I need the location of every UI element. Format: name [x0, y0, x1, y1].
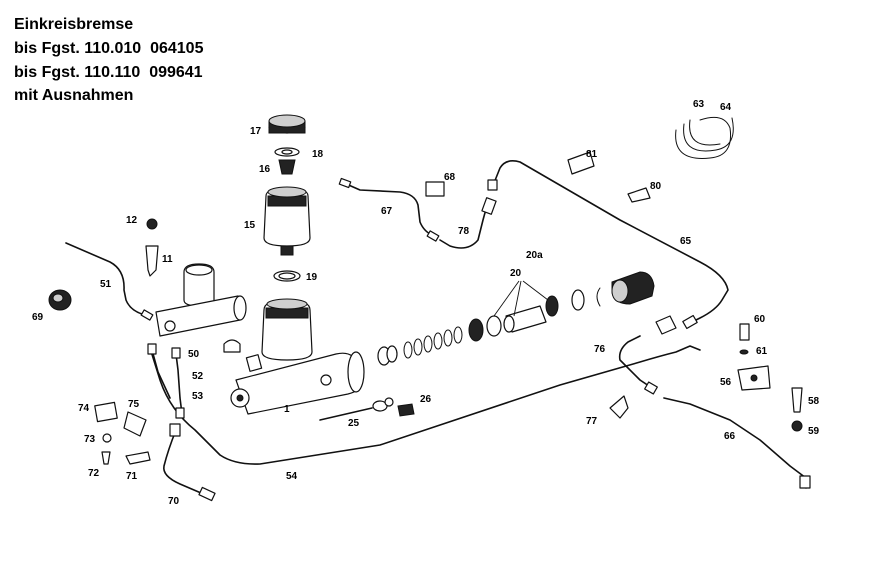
part-label-78: 78 — [458, 226, 470, 237]
clip-line — [655, 315, 677, 335]
part-label-17: 17 — [250, 126, 262, 137]
bracket-74 — [94, 401, 118, 423]
fitting-78 — [481, 197, 497, 215]
brake-line-54 — [149, 345, 701, 465]
brake-line-53 — [151, 349, 171, 399]
brake-hose-78 — [439, 199, 491, 249]
cap-59 — [791, 420, 803, 432]
part-label-69: 69 — [32, 312, 44, 323]
part-label-50: 50 — [188, 349, 200, 360]
fitting-51 — [140, 309, 154, 321]
circlip — [596, 287, 601, 307]
part-label-61: 61 — [756, 346, 768, 357]
part-label-16: 16 — [259, 164, 271, 175]
hose-clamp-63 — [675, 116, 732, 159]
brake-line-52 — [175, 353, 183, 415]
part-label-68: 68 — [444, 172, 456, 183]
part-label-73: 73 — [84, 434, 96, 445]
brake-line-76 — [618, 335, 653, 389]
fitting-65 — [487, 179, 498, 191]
fitting-67-a — [338, 177, 352, 189]
part-label-74: 74 — [78, 403, 90, 414]
part-label-56: 56 — [720, 377, 732, 388]
fitting-52-b — [175, 407, 185, 419]
part-label-65: 65 — [680, 236, 692, 247]
part-label-51: 51 — [100, 279, 112, 290]
fitting-52 — [171, 347, 181, 359]
part-label-18: 18 — [312, 149, 324, 160]
diagram-title-line-1: Einkreisbremse — [14, 16, 134, 33]
brake-line-65 — [491, 160, 729, 323]
part-label-20a: 20a — [526, 250, 543, 261]
bleed-valve-11 — [145, 245, 159, 277]
part-label-26: 26 — [420, 394, 432, 405]
part-label-1: 1 — [284, 404, 290, 415]
bolt-60 — [739, 323, 750, 341]
fitting-70-top — [169, 423, 181, 437]
strainer-16 — [278, 159, 296, 175]
brake-line-51 — [65, 242, 151, 319]
seal-20a — [545, 295, 559, 317]
hose-clamp-64 — [683, 117, 734, 152]
fitting-70 — [198, 486, 216, 502]
washer-20 — [486, 315, 502, 337]
part-label-67: 67 — [381, 206, 393, 217]
part-label-64: 64 — [720, 102, 732, 113]
fitting-65-end — [682, 314, 698, 330]
part-label-71: 71 — [126, 471, 138, 482]
part-label-59: 59 — [808, 426, 820, 437]
diagram-title-line-2: bis Fgst. 110.010 064105 — [14, 40, 204, 57]
part-label-54: 54 — [286, 471, 298, 482]
fitting-76 — [644, 381, 658, 395]
clip-75 — [123, 411, 147, 437]
fitting-66 — [799, 475, 811, 489]
push-rod-25 — [319, 407, 373, 421]
part-label-58: 58 — [808, 396, 820, 407]
part-label-66: 66 — [724, 431, 736, 442]
brake-line-67 — [343, 182, 435, 237]
cap-12 — [146, 218, 158, 230]
part-label-12: 12 — [126, 215, 138, 226]
clip-71 — [125, 451, 151, 465]
screw-72 — [101, 451, 111, 465]
fitting-53 — [147, 343, 157, 355]
bracket-80 — [627, 187, 651, 203]
cup-seal-20 — [468, 318, 484, 342]
washer-61 — [739, 349, 749, 355]
part-label-81: 81 — [586, 149, 598, 160]
part-label-77: 77 — [586, 416, 598, 427]
diagram-title-line-4: mit Ausnahmen — [14, 87, 134, 104]
part-label-20: 20 — [510, 268, 522, 279]
part-label-72: 72 — [88, 468, 100, 479]
bracket-77 — [609, 395, 629, 419]
sleeve-68 — [425, 181, 445, 197]
part-label-80: 80 — [650, 181, 662, 192]
part-label-19: 19 — [306, 272, 318, 283]
bleeder-58 — [791, 387, 803, 413]
part-label-52: 52 — [192, 371, 204, 382]
part-label-70: 70 — [168, 496, 180, 507]
diagram-title-line-3: bis Fgst. 110.110 099641 — [14, 64, 203, 81]
grommet-50 — [223, 339, 241, 353]
part-label-75: 75 — [128, 399, 140, 410]
part-label-60: 60 — [754, 314, 766, 325]
brake-line-66 — [663, 397, 807, 489]
nut-81 — [567, 151, 595, 175]
part-label-15: 15 — [244, 220, 256, 231]
spring-assembly — [377, 326, 463, 366]
washer-73 — [102, 433, 112, 443]
part-label-53: 53 — [192, 391, 204, 402]
fitting-67-b — [426, 230, 440, 242]
stop-washer — [571, 289, 585, 311]
part-label-76: 76 — [594, 344, 606, 355]
part-label-11: 11 — [162, 254, 173, 265]
brake-hose-70 — [163, 429, 209, 497]
nut-26 — [397, 403, 415, 417]
part-label-25: 25 — [348, 418, 360, 429]
part-label-63: 63 — [693, 99, 705, 110]
